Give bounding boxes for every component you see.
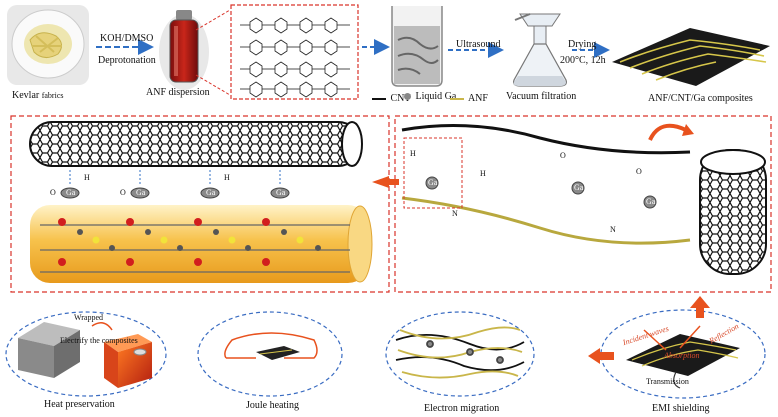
joule-circuit-icon: [224, 332, 318, 360]
emi-shielding-label: EMI shielding: [652, 403, 710, 414]
right-o-label-2: O: [636, 167, 642, 176]
ga-right-label-3: Ga: [646, 197, 656, 206]
legend-cnt: CNT: [372, 94, 411, 104]
electron-network-icon: [395, 326, 525, 379]
ga-right-label-1: Ga: [428, 178, 438, 187]
legend-anf: ANF: [450, 94, 488, 104]
battery-icon: [18, 322, 152, 388]
cnt-tube-left: [29, 121, 363, 167]
composite-film-icon: [612, 28, 770, 86]
ga-atom-label-2: Ga: [136, 188, 146, 197]
right-n-label-1: N: [452, 209, 458, 218]
cnt-tube-right: [699, 149, 767, 275]
step3-bottom-label: 200°C, 12h: [560, 55, 606, 66]
legend-cnt-text: CNT: [390, 93, 411, 104]
heat-preservation-label: Heat preservation: [44, 399, 115, 410]
ga-atom-label-4: Ga: [276, 188, 286, 197]
step1-top-label: KOH/DMSO: [100, 33, 154, 44]
beaker-icon: [391, 6, 443, 87]
step2-label: Ultrasound: [456, 39, 501, 50]
emi-transmission-label: Transmission: [646, 377, 689, 386]
step3-top-label: Drying: [568, 39, 597, 50]
o-label-1: O: [50, 188, 56, 197]
anf-molecular-structure: [230, 4, 359, 100]
anf-strand: [401, 196, 691, 245]
left-interface-frame: [10, 115, 390, 293]
heat-ellipse: [5, 311, 167, 397]
legend-ga-text: Liquid Ga: [415, 91, 457, 102]
joule-ellipse: [197, 311, 343, 397]
emi-absorption-label: Absorption: [664, 351, 700, 360]
legend-ga: Liquid Ga: [404, 92, 456, 102]
kevlar-dish-icon: [7, 5, 89, 85]
ga-atom-label-1: Ga: [66, 188, 76, 197]
legend-anf-text: ANF: [467, 93, 488, 104]
anf-dispersion-label: ANF dispersion: [146, 87, 210, 98]
kevlar-suffix: fabrics: [41, 91, 64, 100]
emi-film-icon: [626, 325, 740, 389]
electron-ellipse: [385, 311, 535, 397]
vacuum-flask-icon: [513, 13, 567, 87]
heat-wrapped-label: Wrapped: [74, 313, 103, 322]
o-h-label-2: H: [224, 173, 230, 182]
joule-heating-label: Joule heating: [246, 400, 300, 411]
heat-electrify-label: Electrify the composites: [60, 336, 138, 345]
emi-ellipse: [600, 309, 766, 399]
orange-arrow-emi-left: [588, 348, 614, 364]
right-n-label-2: N: [610, 225, 616, 234]
vacuum-label: Vacuum filtration: [506, 91, 577, 102]
ga-atoms-left: [60, 187, 290, 199]
product-label: ANF/CNT/Ga composites: [648, 93, 753, 104]
cnt-strand: [401, 124, 691, 155]
o-h-label-1: H: [84, 173, 90, 182]
kevlar-label: Kevlar fabrics: [12, 91, 63, 101]
right-h-label-1: H: [410, 149, 416, 158]
ga-right-label-2: Ga: [574, 183, 584, 192]
orange-arrow-left: [372, 176, 389, 188]
step1-bottom-label: Deprotonation: [98, 55, 156, 66]
ga-atom-label-3: Ga: [206, 188, 216, 197]
o-label-2: O: [120, 188, 126, 197]
right-o-label-1: O: [560, 151, 566, 160]
anf-bottle-icon: [159, 10, 209, 90]
right-h-label-2: H: [480, 169, 486, 178]
right-interface-frame: [394, 115, 772, 293]
orange-arrow-up: [690, 296, 710, 318]
electron-migration-label: Electron migration: [424, 403, 500, 414]
anf-cylinder: [30, 205, 373, 283]
kevlar-text: Kevlar: [12, 90, 40, 101]
